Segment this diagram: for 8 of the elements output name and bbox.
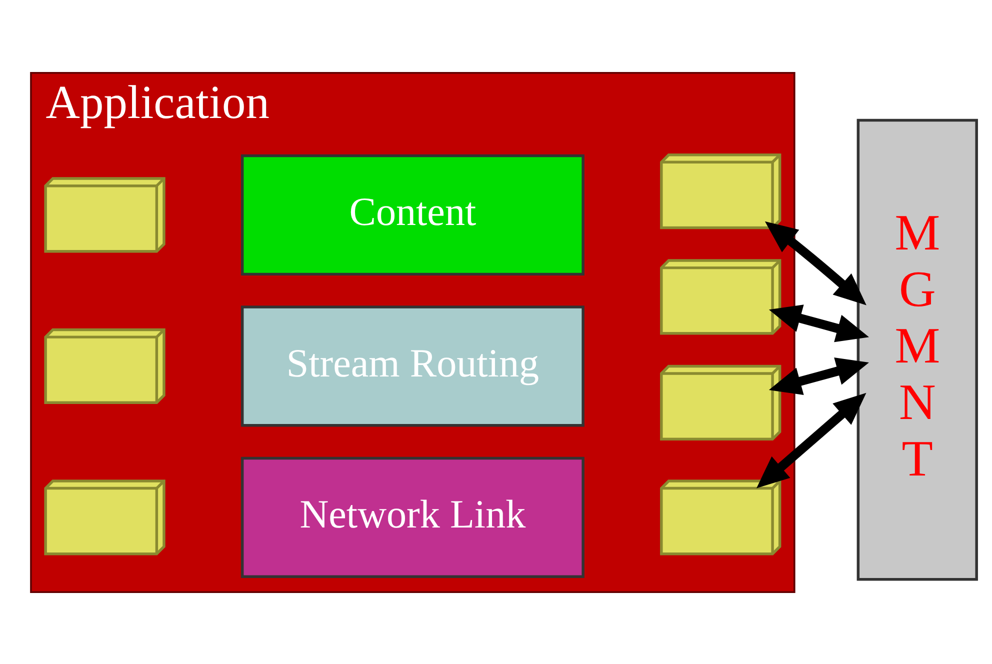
arrow — [764, 220, 866, 305]
arrow — [768, 304, 868, 342]
arrow — [768, 356, 868, 395]
arrow — [756, 392, 866, 488]
node-box: M G M N T — [856, 118, 978, 580]
node-box: Content — [240, 154, 584, 276]
node-box: Stream Routing — [240, 305, 584, 426]
node-box: Network Link — [240, 456, 584, 578]
